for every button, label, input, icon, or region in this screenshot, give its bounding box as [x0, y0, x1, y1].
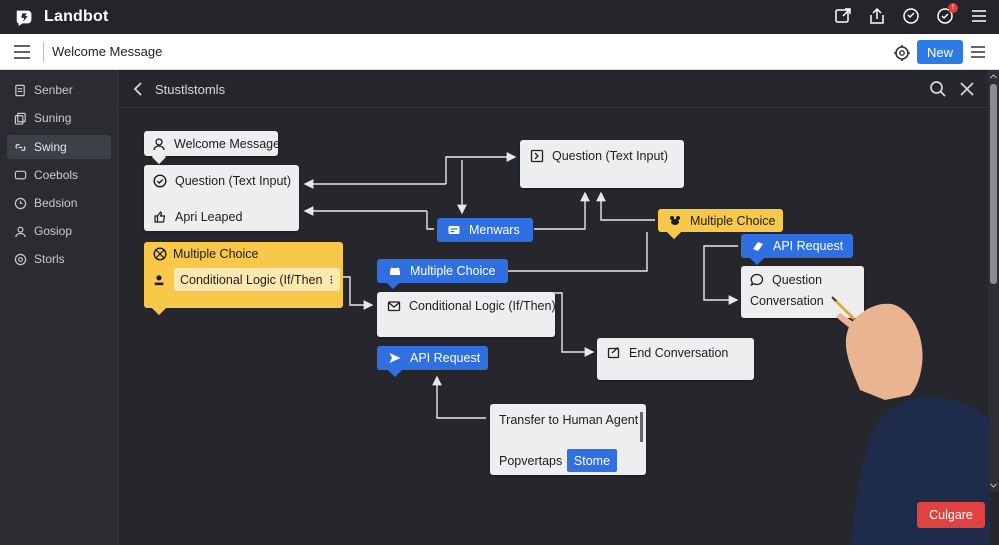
stome-button[interactable]: Stome	[567, 449, 617, 472]
sidebar-item-label: Gosiop	[34, 224, 73, 238]
scrollbar-thumb[interactable]	[990, 84, 997, 284]
app-topbar: Landbot !	[0, 0, 999, 34]
link-icon	[15, 143, 26, 151]
node-label: Question (Text Input)	[175, 174, 292, 188]
sidebar-item-label: Suning	[34, 111, 72, 125]
node-label: Apri Leaped	[175, 210, 243, 224]
sidebar-item-swing[interactable]: Swing	[7, 135, 111, 159]
close-icon[interactable]	[959, 81, 975, 97]
node-api-request-right[interactable]: API Request	[741, 234, 853, 258]
editor-toolbar: Welcome Message New	[0, 34, 999, 70]
node-label: Welcome Message	[174, 136, 281, 151]
node-label: Multiple Choice	[173, 247, 259, 261]
options-icon	[153, 247, 167, 261]
envelope-icon	[387, 301, 401, 312]
menu-card-icon	[448, 226, 460, 234]
node-multiple-choice-right[interactable]: Multiple Choice	[658, 209, 783, 232]
new-button[interactable]: New	[917, 40, 963, 64]
culgare-button[interactable]: Culgare	[917, 502, 985, 528]
send-icon	[389, 353, 401, 363]
hand-icon	[390, 267, 400, 275]
chat-icon	[14, 170, 27, 179]
node-label: Menwars	[469, 223, 520, 237]
sidebar-item-suning[interactable]: Suning	[7, 106, 111, 130]
search-icon[interactable]	[929, 80, 947, 98]
notification-icon[interactable]: !	[935, 3, 958, 26]
sidebar: Senber Suning Swing Coebols Bedsion Gosi…	[0, 70, 118, 545]
thumbs-up-icon	[154, 211, 166, 223]
sidebar-item-storls[interactable]: Storls	[7, 247, 111, 271]
conditional-logic-chip[interactable]: Conditional Logic (If/Then ⁝	[174, 268, 340, 291]
node-label: Question	[772, 273, 823, 287]
sidebar-item-senber[interactable]: Senber	[7, 78, 111, 102]
node-label: End Conversation	[629, 346, 729, 360]
node-label: Popvertaps	[499, 454, 563, 468]
share-icon[interactable]	[867, 6, 887, 26]
stome-label: Stome	[573, 453, 611, 468]
node-end-conversation[interactable]: End Conversation	[597, 338, 754, 380]
external-link-icon[interactable]	[833, 6, 853, 26]
bee-icon	[670, 215, 680, 225]
user-icon	[15, 226, 26, 237]
node-label: API Request	[410, 351, 481, 365]
link-glyph-icon: ⁝	[325, 273, 334, 287]
sidebar-item-label: Swing	[34, 140, 67, 154]
node-multiple-choice-left[interactable]: Multiple Choice Conditional Logic (If/Th…	[144, 242, 343, 308]
node-label: Multiple Choice	[690, 213, 776, 228]
node-multiple-choice-center[interactable]: Multiple Choice	[377, 259, 508, 283]
scroll-down-icon[interactable]	[990, 482, 997, 489]
landbot-logo-icon	[16, 10, 32, 27]
bot-title: Welcome Message	[52, 44, 163, 59]
sidebar-item-label: Senber	[34, 83, 73, 97]
canvas-title: Stustlstomls	[155, 82, 226, 97]
node-label: Transfer to Human Agent	[499, 413, 639, 427]
vertical-scrollbar[interactable]	[988, 70, 999, 492]
api-icon	[753, 242, 763, 251]
sidebar-item-bedsion[interactable]: Bedsion	[7, 191, 111, 215]
node-menwars[interactable]: Menwars	[437, 218, 533, 242]
node-question-text-input-left[interactable]: Question (Text Input) Apri Leaped	[144, 165, 299, 231]
copy-icon	[14, 112, 26, 125]
more-menu-icon[interactable]	[969, 43, 987, 61]
sidebar-item-label: Coebols	[34, 168, 79, 182]
notification-badge: !	[948, 3, 958, 13]
node-label: Conversation	[750, 294, 824, 308]
toolbar-divider	[43, 42, 44, 62]
check-circle-icon	[153, 174, 167, 188]
settings-icon	[14, 253, 27, 265]
node-label: API Request	[773, 239, 844, 253]
person-icon	[154, 274, 164, 285]
hamburger-menu-icon[interactable]	[12, 43, 32, 61]
chat-bubble-icon	[750, 273, 764, 287]
node-label: Multiple Choice	[410, 264, 496, 278]
sidebar-item-label: Storls	[34, 252, 65, 266]
clock-icon	[14, 197, 27, 209]
help-circle-icon[interactable]	[901, 6, 921, 26]
sidebar-item-label: Bedsion	[34, 196, 78, 210]
node-conditional-logic-center[interactable]: Conditional Logic (If/Then)	[377, 292, 556, 337]
node-welcome-message[interactable]: Welcome Message	[144, 131, 281, 156]
menu-icon[interactable]	[969, 6, 989, 26]
settings-gear-icon[interactable]	[892, 43, 912, 63]
app-name: Landbot	[44, 8, 109, 25]
user-icon	[153, 137, 165, 150]
sidebar-item-coebols[interactable]: Coebols	[7, 163, 111, 187]
back-arrow-icon[interactable]	[131, 81, 145, 97]
node-scroll-indicator	[640, 412, 643, 442]
node-question-text-input-top[interactable]: Question (Text Input)	[520, 140, 684, 188]
edit-box-icon	[607, 347, 620, 359]
node-label: Conditional Logic (If/Then)	[409, 299, 556, 313]
scroll-up-icon[interactable]	[990, 73, 997, 80]
document-icon	[15, 84, 25, 96]
brand[interactable]: Landbot	[14, 6, 109, 28]
node-label: Question (Text Input)	[552, 149, 669, 163]
input-box-icon	[530, 149, 544, 163]
sidebar-item-gosiop[interactable]: Gosiop	[7, 219, 111, 243]
node-label: Conditional Logic (If/Then	[180, 273, 323, 287]
canvas-header: Stustlstomls	[119, 70, 987, 108]
